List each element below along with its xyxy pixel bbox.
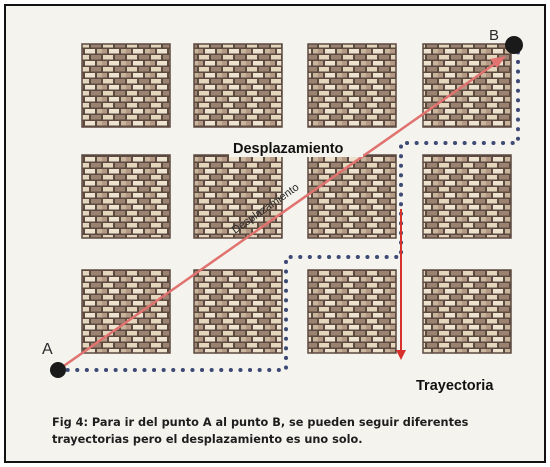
point-a-label: A bbox=[42, 341, 53, 358]
brick-block-r1-c4 bbox=[422, 43, 512, 128]
displacement-label-bg bbox=[229, 137, 363, 157]
figure-caption: Fig 4: Para ir del punto A al punto B, s… bbox=[52, 414, 532, 448]
displacement-arrow bbox=[57, 56, 504, 372]
point-a-marker bbox=[50, 362, 66, 378]
figure-frame: A B Desplazamiento Desplazamiento Trayec… bbox=[4, 4, 546, 463]
caption-line-2: trayectorias pero el desplazamiento es u… bbox=[52, 433, 363, 446]
brick-block-r1-c1 bbox=[81, 43, 171, 128]
trajectory-label-bg bbox=[412, 375, 510, 395]
brick-block-r3-c3 bbox=[307, 269, 397, 354]
brick-block-r3-c2 bbox=[193, 269, 283, 354]
displacement-arrowhead bbox=[490, 56, 506, 68]
brick-block-r2-c3 bbox=[307, 154, 397, 239]
brick-block-r1-c3 bbox=[307, 43, 397, 128]
brick-block-r1-c2 bbox=[193, 43, 283, 128]
brick-block-r2-c1 bbox=[81, 154, 171, 239]
brick-block-r2-c4 bbox=[422, 154, 512, 239]
displacement-label: Desplazamiento bbox=[233, 141, 344, 157]
displacement-diagram: A B Desplazamiento Desplazamiento Trayec… bbox=[42, 27, 523, 395]
trajectory-label: Trayectoria bbox=[416, 378, 494, 394]
brick-block-r3-c1 bbox=[81, 269, 171, 354]
point-b-marker bbox=[505, 36, 523, 54]
brick-block-r3-c4 bbox=[422, 269, 512, 354]
caption-line-1: Fig 4: Para ir del punto A al punto B, s… bbox=[52, 416, 469, 429]
point-b-label: B bbox=[489, 27, 499, 44]
